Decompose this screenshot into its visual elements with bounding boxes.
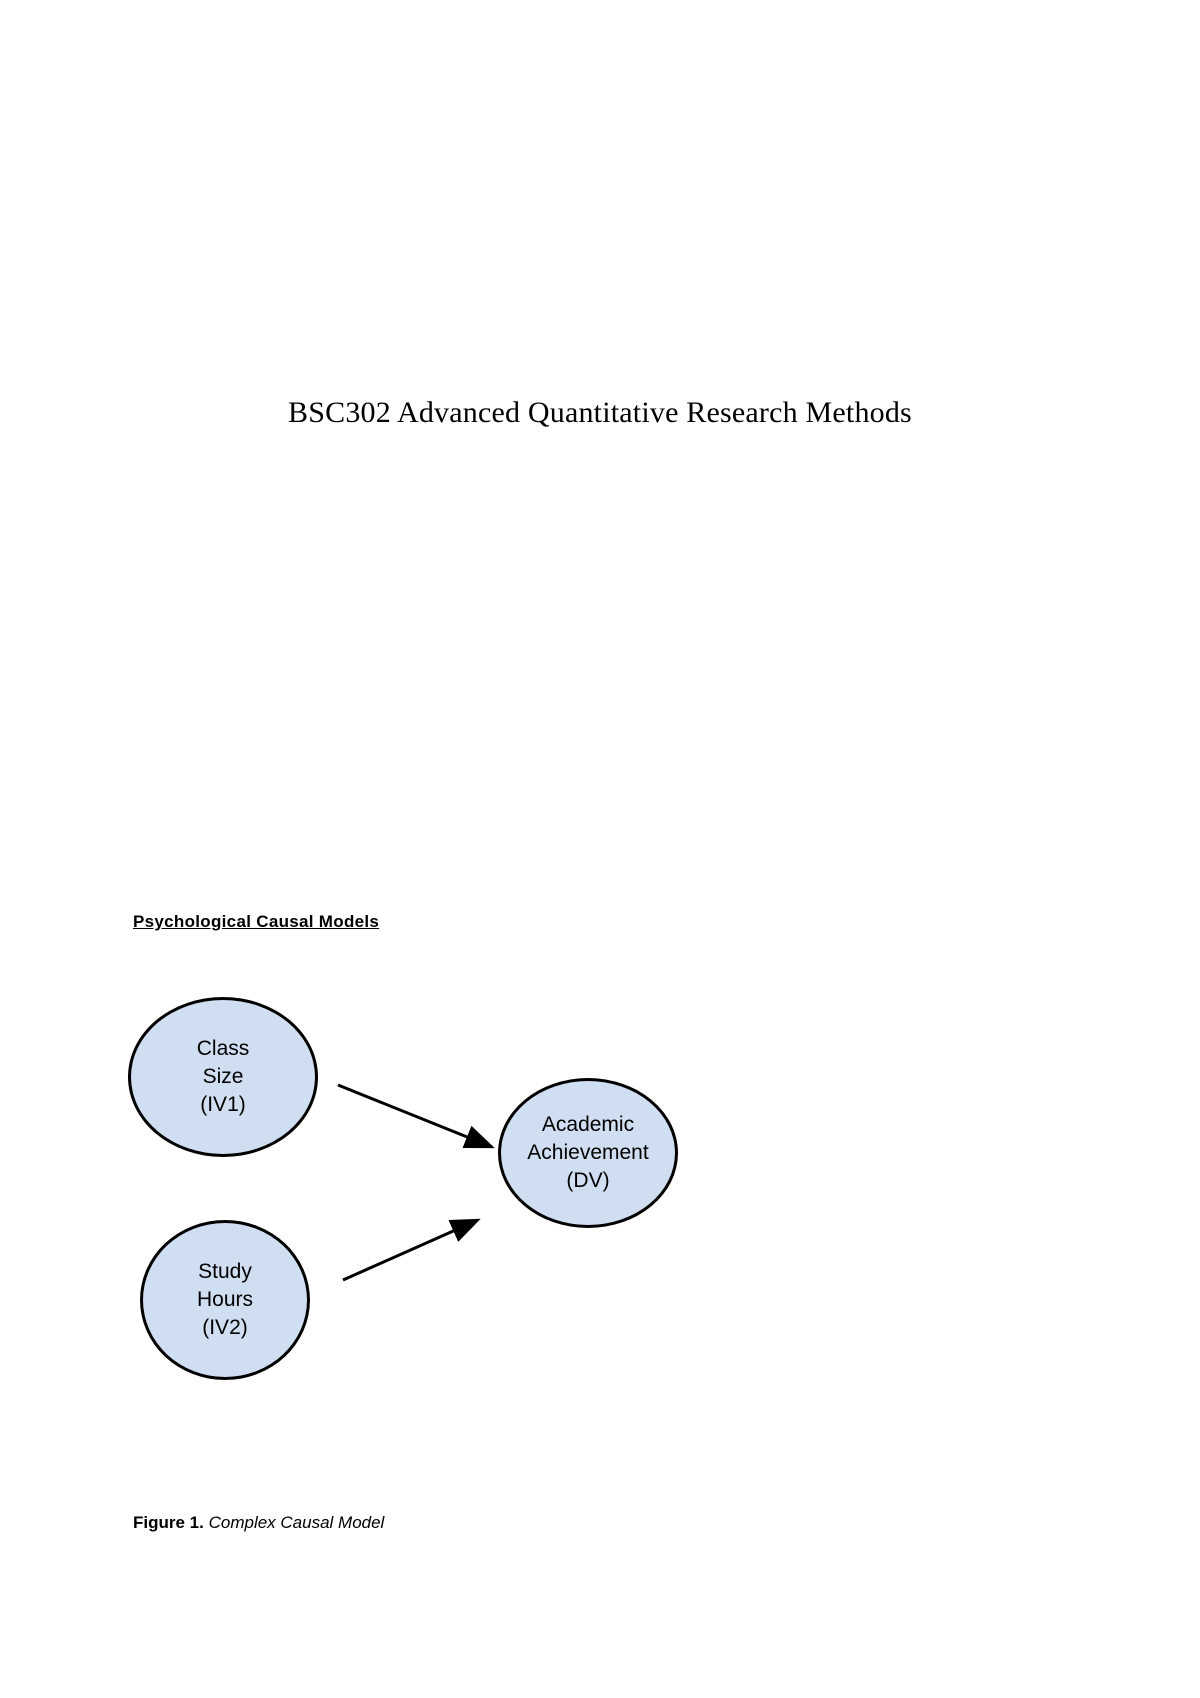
node-label-line: Size	[202, 1065, 244, 1089]
node-label-line: (DV)	[566, 1168, 610, 1192]
node-academic-achievement-dv: Academic Achievement (DV)	[498, 1078, 678, 1228]
figure-caption-label: Figure 1.	[133, 1513, 204, 1532]
causal-model-arrows	[337, 1083, 495, 1282]
figure-1-diagram: Class Size (IV1) Study Hours (IV2) Acade…	[100, 975, 800, 1395]
document-title: BSC302 Advanced Quantitative Research Me…	[288, 396, 912, 429]
section-heading-psychological-causal-models: Psychological Causal Models	[133, 912, 380, 931]
node-study-hours-iv2: Study Hours (IV2)	[140, 1220, 310, 1380]
node-label-line: Hours	[196, 1288, 254, 1312]
figure-caption: Figure 1. Complex Causal Model	[133, 1513, 384, 1533]
node-label-line: Academic	[541, 1113, 635, 1137]
figure-caption-text: Complex Causal Model	[208, 1513, 385, 1532]
arrow-study-hours-to-achievement	[342, 1218, 481, 1282]
node-label-line: (IV2)	[202, 1315, 248, 1339]
node-label-line: Study	[198, 1260, 252, 1284]
arrow-class-size-to-achievement	[337, 1083, 495, 1149]
node-label-line: (IV1)	[200, 1092, 246, 1116]
node-label-line: Achievement	[527, 1141, 649, 1165]
node-class-size-iv1: Class Size (IV1)	[128, 997, 318, 1157]
node-label-line: Class	[196, 1037, 250, 1061]
